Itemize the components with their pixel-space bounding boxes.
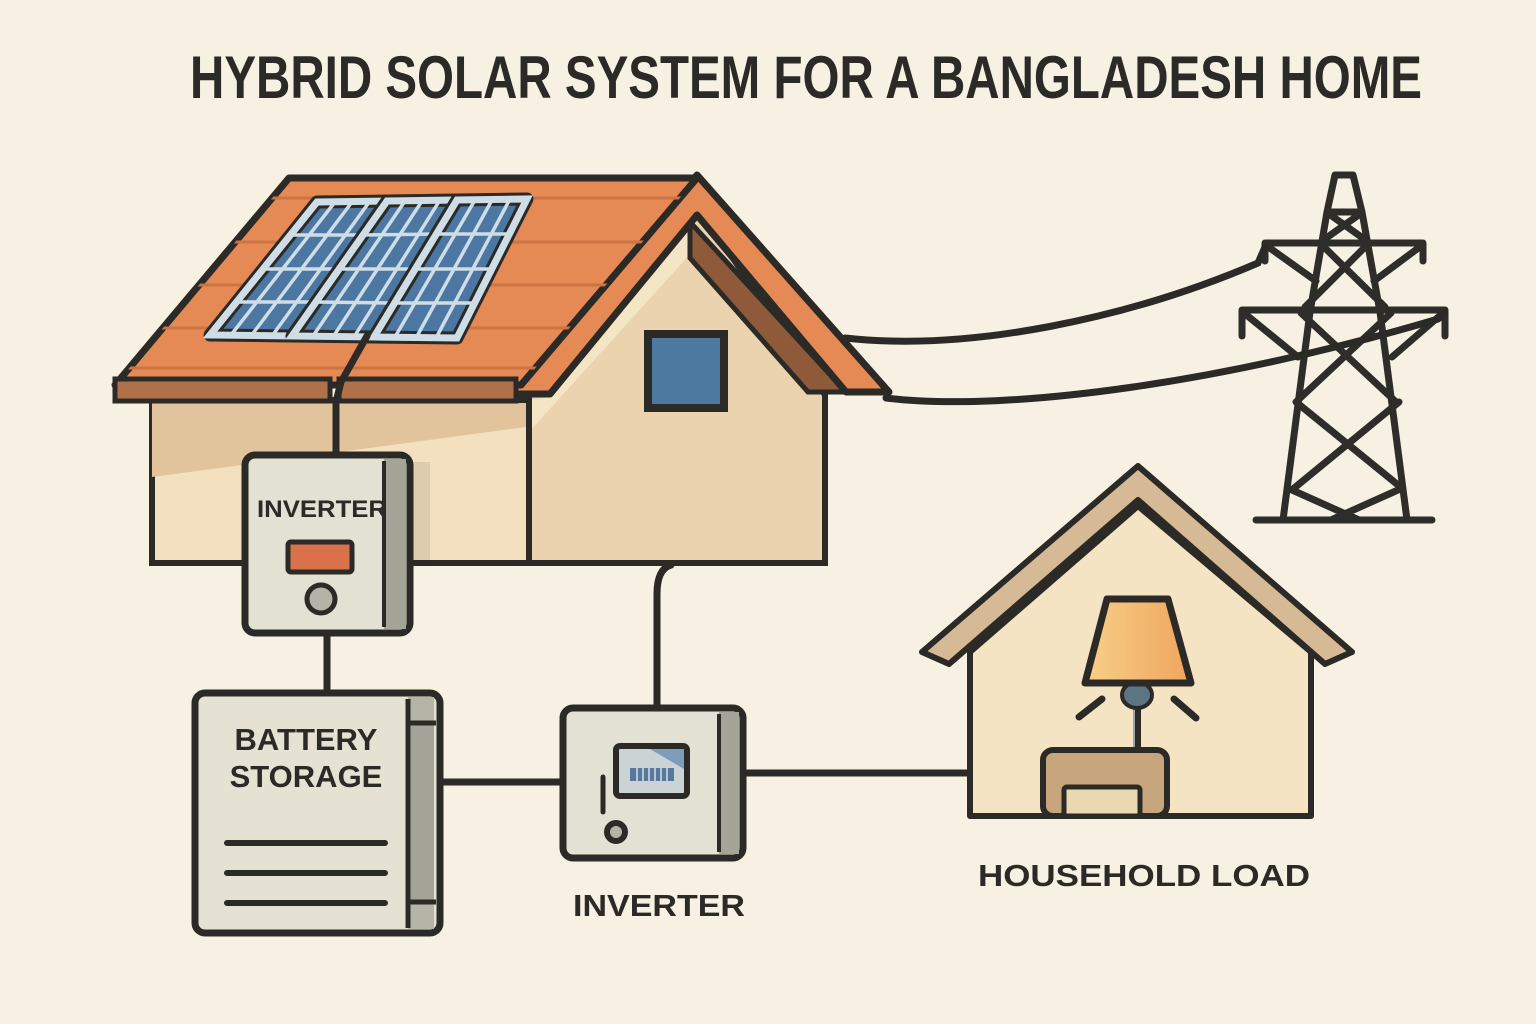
inverter-side-strip — [719, 712, 739, 854]
battery-cell-lines — [224, 840, 388, 906]
power-lines — [841, 243, 1449, 406]
inverter-knob-icon — [604, 820, 628, 844]
household-load-label: HOUSEHOLD LOAD — [978, 858, 1310, 893]
wire-house-to-inverter — [653, 561, 675, 714]
battery-label-line2: STORAGE — [230, 759, 383, 794]
battery-terminal-strip — [405, 697, 436, 929]
inverter-indicator — [285, 539, 355, 575]
battery-storage: BATTERY STORAGE — [191, 689, 444, 937]
household-load-house — [919, 463, 1355, 819]
rooftop-inverter-label: INVERTER — [257, 496, 387, 523]
inverter-side-strip — [384, 459, 406, 629]
battery-label-line1: BATTERY — [235, 722, 378, 757]
solar-panel-icon — [367, 192, 534, 345]
lamp-shade — [1081, 595, 1195, 687]
wire-panels-to-inverter — [332, 332, 371, 462]
load-house-roof — [919, 463, 1355, 667]
window — [644, 330, 728, 412]
light-rays — [1075, 695, 1200, 722]
lamp-icon — [1075, 595, 1200, 753]
page-title: HYBRID SOLAR SYSTEM FOR A BANGLADESH HOM… — [190, 44, 1422, 111]
rooftop-inverter: INVERTER — [241, 451, 414, 637]
hybrid-inverter — [559, 704, 747, 862]
table-panel — [1061, 784, 1143, 819]
inverter-shadow — [410, 462, 430, 561]
fascia-right — [336, 376, 519, 404]
inverter-knob-icon — [304, 582, 338, 616]
solar-panel-array — [202, 192, 534, 345]
inverter-screen — [613, 743, 690, 799]
hybrid-inverter-label: INVERTER — [573, 888, 745, 923]
fascia-left — [112, 376, 333, 404]
